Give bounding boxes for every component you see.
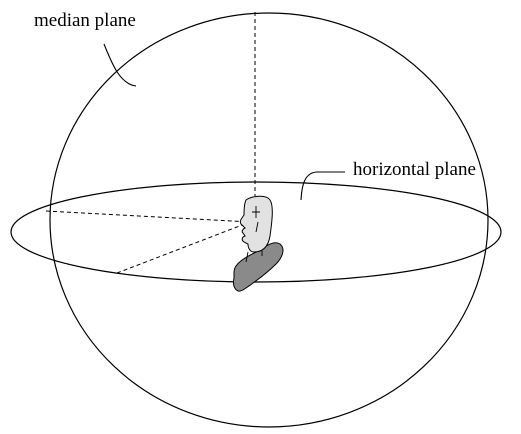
radial-dashed-line-left	[45, 210, 251, 223]
horizontal-plane-label: horizontal plane	[353, 159, 476, 180]
horizontal-plane-leader	[300, 171, 345, 201]
radial-dashed-line-front	[116, 221, 251, 274]
head-figure	[239, 195, 273, 253]
sphere-outline	[49, 12, 489, 428]
horizontal-plane-ellipse	[10, 181, 502, 283]
face-detail	[252, 206, 260, 233]
median-plane-leader	[103, 43, 137, 87]
shoulders-shape	[233, 242, 284, 292]
median-plane-label: median plane	[34, 10, 136, 31]
